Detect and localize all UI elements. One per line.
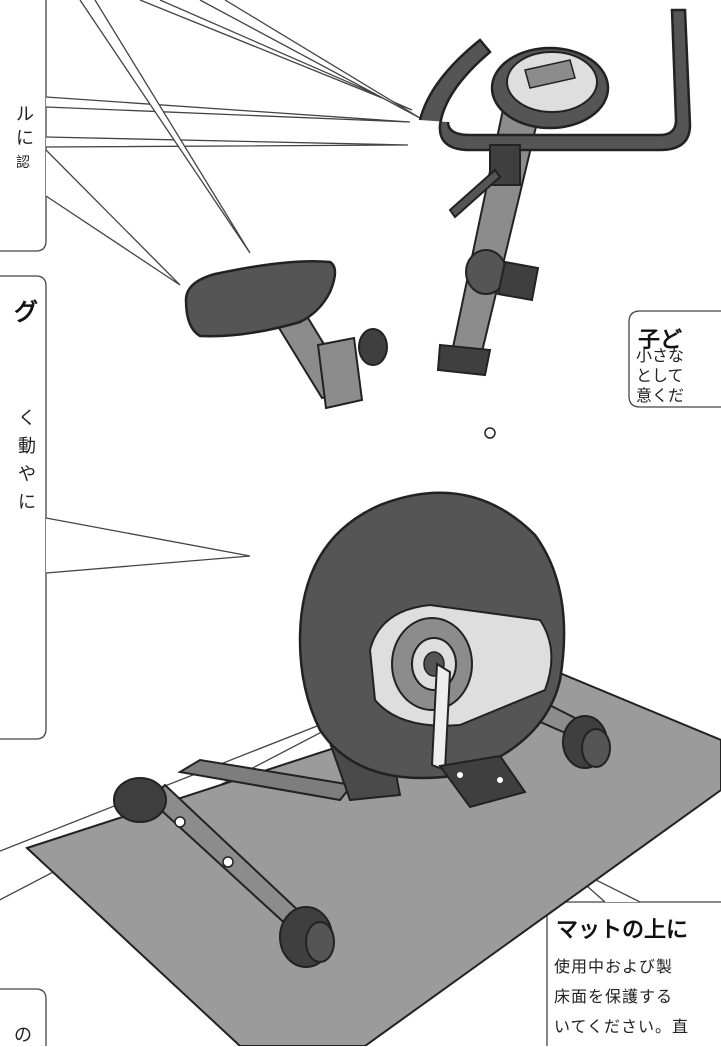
callout-top-left-line-3: 認 (16, 155, 30, 171)
pointer-top-left-a (45, 96, 411, 123)
callout-mat-line-3: いてください。直 (554, 1017, 690, 1036)
seat-post (266, 303, 388, 410)
callout-box-seat (0, 275, 47, 740)
callout-child-line-1: 小さな (636, 346, 685, 365)
callout-box-bottom-left (0, 988, 47, 1046)
callout-seat-line-2: 動 (18, 436, 36, 457)
callout-mat-line-1: 使用中および製 (554, 957, 674, 976)
console-display (490, 46, 610, 130)
flywheel-housing (298, 491, 566, 802)
callout-top-left-line-1: ル (16, 104, 34, 125)
handlebar (418, 8, 692, 219)
callout-box-child (628, 310, 721, 408)
callout-box-top-left (0, 0, 47, 252)
pointer-top-left-c (45, 149, 181, 286)
callout-top-left-line-2: に (16, 128, 34, 149)
callout-seat-line-4: に (18, 492, 36, 513)
callout-seat-line-3: や (18, 464, 36, 485)
callout-mat-line-2: 床面を保護する (554, 987, 674, 1006)
saddle (184, 259, 337, 338)
pointer-top-left-b (45, 136, 409, 148)
pointer-top-left-e (139, 0, 413, 111)
callout-child-line-3: 意くだ (636, 386, 685, 405)
callout-seat-title: グ (14, 298, 38, 326)
callout-bottom-left-line-1: の (14, 1025, 32, 1046)
callout-seat-line-1: く (18, 408, 36, 429)
pointer-top-left-f (199, 0, 421, 119)
pointer-top-left-d (79, 0, 251, 254)
pedal (430, 662, 527, 809)
callout-child-title: 子ど (638, 328, 683, 353)
callout-child-line-2: として (636, 366, 684, 385)
callout-mat-title: マットの上に (556, 918, 689, 943)
pointer-seat (45, 517, 251, 574)
front-stabilizer (113, 758, 354, 968)
